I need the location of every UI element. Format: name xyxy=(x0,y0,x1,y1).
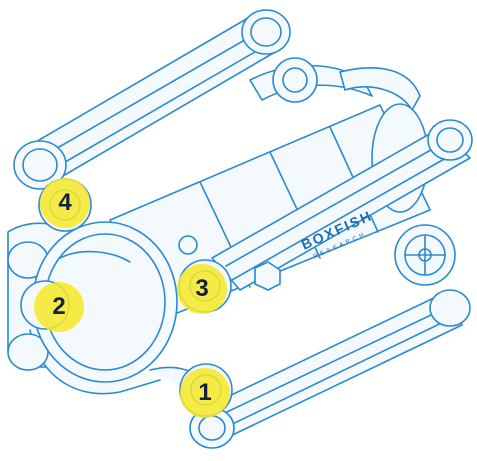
callout-marker-4: 4 xyxy=(40,178,90,228)
buoyancy-tube-top-left xyxy=(13,9,291,190)
rear-frame xyxy=(249,57,421,111)
hull-hex-port xyxy=(254,261,281,291)
callout-marker-3: 3 xyxy=(177,264,227,314)
callout-marker-2: 2 xyxy=(34,282,84,332)
callout-label: 2 xyxy=(52,293,66,320)
hull-connector xyxy=(178,235,198,255)
buoyancy-tube-bottom xyxy=(189,289,471,449)
side-thruster xyxy=(394,224,456,286)
callout-label: 1 xyxy=(198,379,212,406)
callout-marker-1: 1 xyxy=(180,368,230,418)
callout-label: 4 xyxy=(58,189,72,216)
callout-label: 3 xyxy=(195,275,209,302)
front-camera-dome xyxy=(32,221,178,383)
